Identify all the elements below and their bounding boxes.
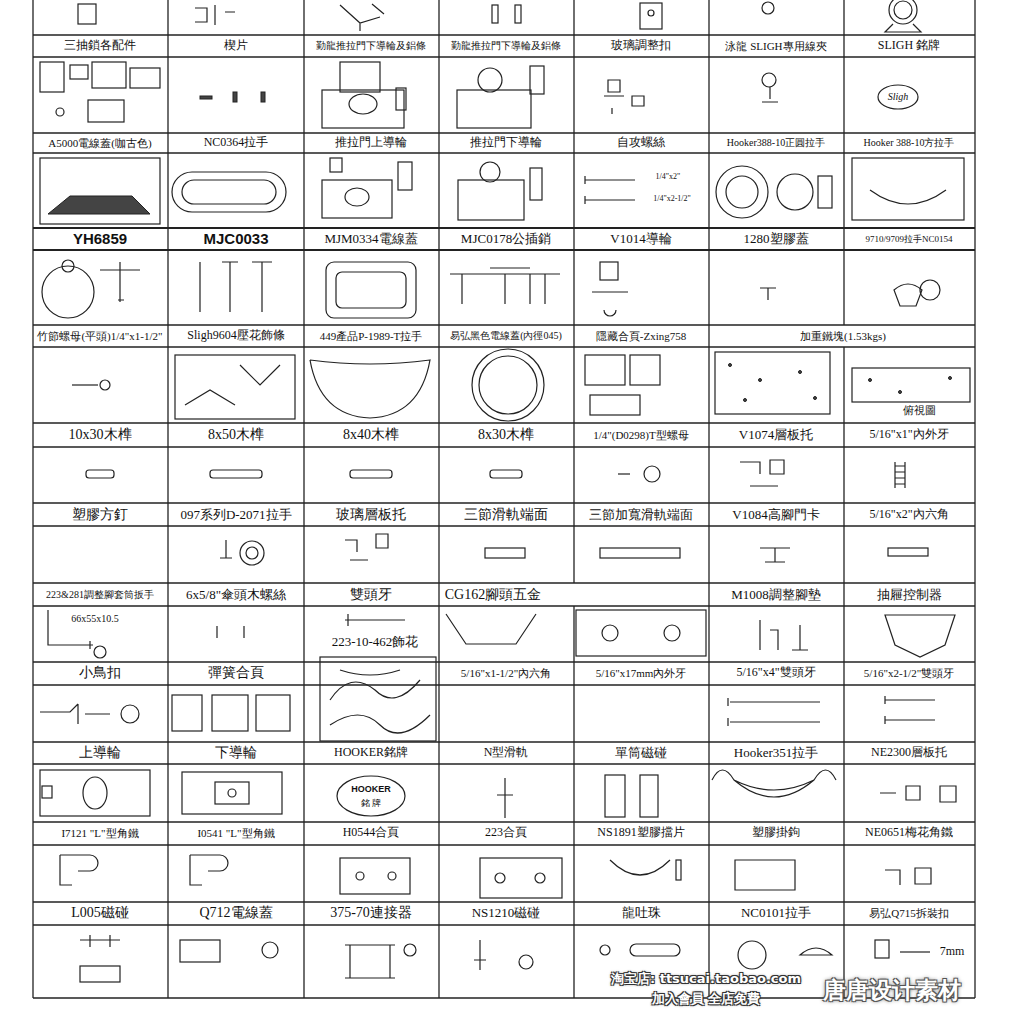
part-label: 彈簧合頁 (207, 665, 265, 681)
watermark: 唐唐设计素材 (822, 977, 962, 1003)
part-label: 7mm (939, 945, 966, 959)
part-label: 1/4"x2" (655, 172, 682, 181)
part-label: V1014導輪 (609, 232, 672, 247)
part-label: 抽屜控制器 (876, 588, 943, 603)
part-label: 加重鐵塊(1.53kgs) (799, 330, 887, 343)
part-label: H0544合頁 (342, 826, 401, 840)
part-label: Sligh9604壓花飾條 (186, 329, 285, 343)
part-label: 9710/9709拉手NC0154 (864, 234, 953, 244)
part-label: 097系列D-2071拉手 (179, 508, 292, 523)
part-label: HOOKER銘牌 (333, 746, 409, 760)
part-label: 5/16"x4"雙頭牙 (735, 666, 816, 680)
part-label: NS1891塑膠擋片 (596, 826, 685, 840)
part-label: 449產品P-1989-T拉手 (319, 330, 424, 343)
grid-lines (33, 0, 975, 998)
part-label: 玻璃調整扣 (610, 39, 672, 53)
part-label: SLIGH 銘牌 (877, 39, 941, 53)
part-label: 泳龍 SLIGH專用線夾 (724, 40, 827, 53)
part-label: 俯視圖 (902, 404, 937, 417)
part-label: 1/4"(D0298)T型螺母 (592, 429, 690, 442)
part-label: 5/16"x17mm內外牙 (595, 667, 688, 680)
part-label: Hooker 388-10方拉手 (863, 137, 956, 149)
part-label: A5000電線蓋(咖古色) (47, 137, 152, 150)
part-label: 龍吐珠 (621, 906, 662, 921)
part-label: 5/16"x1-1/2"內六角 (460, 667, 552, 680)
part-label: V1084高腳門卡 (731, 508, 820, 523)
part-label: 推拉門上導輪 (334, 136, 408, 150)
part-label: 8x30木榫 (477, 427, 535, 443)
part-label: 6x5/8"傘頭木螺絲 (185, 588, 287, 603)
part-label: 勤龍推拉門下導輪及鋁條 (450, 40, 562, 52)
part-label: 三抽鎖各配件 (63, 39, 137, 53)
part-label: M1008調整腳墊 (730, 588, 822, 603)
part-label: CG162腳頭五金 (444, 587, 542, 603)
watermark: 加入會員 全店免費 (651, 992, 762, 1007)
part-label: 易弘黑色電線蓋(內徑045) (449, 330, 563, 342)
part-label: 10x30木榫 (68, 427, 133, 443)
part-label: MJM0334電線蓋 (323, 232, 418, 247)
part-label: 雙頭牙 (349, 587, 393, 603)
part-drawings (40, 0, 970, 982)
part-label: 三節滑軌端面 (463, 507, 549, 523)
part-label: 單筒磁碰 (614, 746, 668, 761)
part-label: 三節加寬滑軌端面 (588, 508, 694, 523)
part-label: 223合頁 (484, 826, 528, 840)
part-label: NE2300層板托 (870, 746, 948, 760)
part-label: I0541 "L"型角鐵 (196, 827, 275, 840)
part-label: 1/4"x2-1/2" (652, 194, 692, 203)
part-label: 隱藏合頁-Zxing758 (595, 330, 687, 343)
part-label: Q712電線蓋 (198, 905, 273, 921)
part-label: YH6859 (72, 230, 128, 247)
part-label: 上導輪 (78, 745, 122, 761)
part-label: NC0364拉手 (203, 136, 270, 150)
part-label: HOOKER (350, 784, 392, 794)
part-label: 易弘Q715拆裝扣 (868, 907, 949, 920)
part-label: 塑膠掛鉤 (751, 826, 801, 840)
part-label: Hooker351拉手 (733, 746, 820, 761)
part-label: 竹節螺母(平頭)1/4"x1-1/2" (36, 330, 163, 343)
part-label: 下導輪 (214, 745, 258, 761)
watermark: 淘宝店: ttsucai.taobao.com (610, 972, 802, 987)
part-label: 8x40木榫 (342, 427, 400, 443)
part-label: 推拉門下導輪 (469, 136, 543, 150)
part-label: 銘 牌 (360, 798, 382, 808)
part-label: MJC0033 (202, 230, 269, 247)
part-label: 自攻螺絲 (616, 136, 666, 150)
part-label: 1280塑膠蓋 (743, 232, 810, 247)
part-label: 玻璃層板托 (335, 507, 407, 523)
part-label: 8x50木榫 (207, 427, 265, 443)
part-label: 5/16"x1"內外牙 (868, 428, 949, 442)
part-label: 楔片 (223, 39, 249, 53)
part-label: NE0651梅花角鐵 (864, 826, 954, 840)
part-label: 375-70連接器 (329, 905, 413, 921)
part-label: V1074層板托 (738, 428, 814, 443)
part-label: Hooker388-10正圓拉手 (726, 137, 826, 149)
part-label: 223-10-462飾花 (331, 635, 420, 650)
part-label: 小鳥扣 (78, 665, 122, 681)
part-label: L005磁碰 (70, 905, 130, 921)
part-label: 223&281調整腳套筒扳手 (45, 589, 155, 601)
part-label: 5/16"x2"內六角 (868, 508, 949, 522)
part-label: N型滑軌 (483, 746, 530, 760)
part-label: I7121 "L"型角鐵 (60, 827, 139, 840)
part-label: 勤龍推拉門下導輪及鋁條 (315, 40, 427, 52)
part-label: Sligh (887, 91, 910, 103)
part-label: MJC0178公插銷 (460, 232, 552, 247)
part-label: 66x55x10.5 (70, 613, 120, 625)
part-label: 塑膠方釘 (71, 507, 129, 523)
part-label: 5/16"x2-1/2"雙頭牙 (863, 667, 955, 680)
part-label: NS1210磁碰 (471, 906, 542, 921)
part-label: NC0101拉手 (740, 906, 812, 921)
